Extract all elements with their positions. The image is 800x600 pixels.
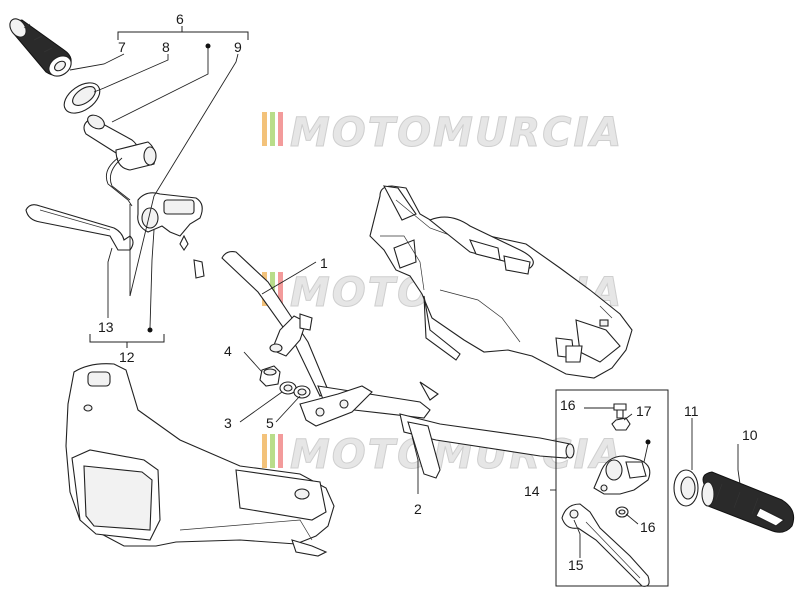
- callout-16a: 16: [560, 397, 576, 413]
- handlebar-part: [221, 251, 575, 479]
- callout-11: 11: [684, 403, 699, 419]
- dot-marker: [147, 327, 153, 333]
- watermark-top: MOTOMURCIA: [262, 110, 623, 157]
- watermark-stripe: [278, 272, 283, 306]
- bracket-6: [117, 26, 249, 40]
- nut-part: [259, 365, 281, 387]
- front-handlebar-cover-part: [65, 363, 335, 557]
- left-brake-lever-part: [25, 204, 134, 251]
- callout-17: 17: [636, 403, 652, 419]
- watermark-stripe: [278, 112, 283, 146]
- callout-14: 14: [524, 483, 540, 499]
- callout-16b: 16: [640, 519, 656, 535]
- callout-8: 8: [162, 39, 170, 55]
- right-ring-part: [673, 469, 699, 507]
- callout-7: 7: [118, 39, 126, 55]
- left-grip-part: [9, 18, 72, 77]
- throttle-grip-part: [83, 114, 157, 207]
- callout-15: 15: [568, 557, 584, 573]
- callout-4: 4: [224, 343, 232, 359]
- callout-3: 3: [224, 415, 232, 431]
- callout-labels: 6 7 8 9 13 12 1 4 3 5 2 14 16 17 16 15 1…: [98, 11, 758, 573]
- dot-marker: [205, 43, 211, 49]
- watermark-text: MOTOMURCIA: [290, 110, 623, 156]
- callout-2: 2: [414, 501, 422, 517]
- bracket-12: [89, 334, 165, 348]
- right-master-cylinder-group: [555, 389, 669, 587]
- callout-1: 1: [320, 255, 328, 271]
- right-grip-part: [701, 471, 795, 533]
- watermark-stripe: [262, 112, 267, 146]
- dot-marker: [645, 439, 651, 445]
- watermark-stripe: [270, 112, 275, 146]
- callout-10: 10: [742, 427, 758, 443]
- callout-13: 13: [98, 319, 114, 335]
- callout-6: 6: [176, 11, 184, 27]
- callout-9: 9: [234, 39, 242, 55]
- callout-12: 12: [119, 349, 135, 365]
- washer-part-5: [293, 385, 311, 399]
- rear-handlebar-cover-part: [369, 185, 633, 379]
- group-box: [555, 389, 669, 587]
- callout-5: 5: [266, 415, 274, 431]
- watermark-stripe: [262, 434, 267, 468]
- leader-lines: [69, 43, 741, 558]
- left-ring-part: [63, 82, 101, 114]
- watermark-stripe: [270, 434, 275, 468]
- left-master-cylinder-part: [129, 192, 205, 296]
- watermark-stripe: [278, 434, 283, 468]
